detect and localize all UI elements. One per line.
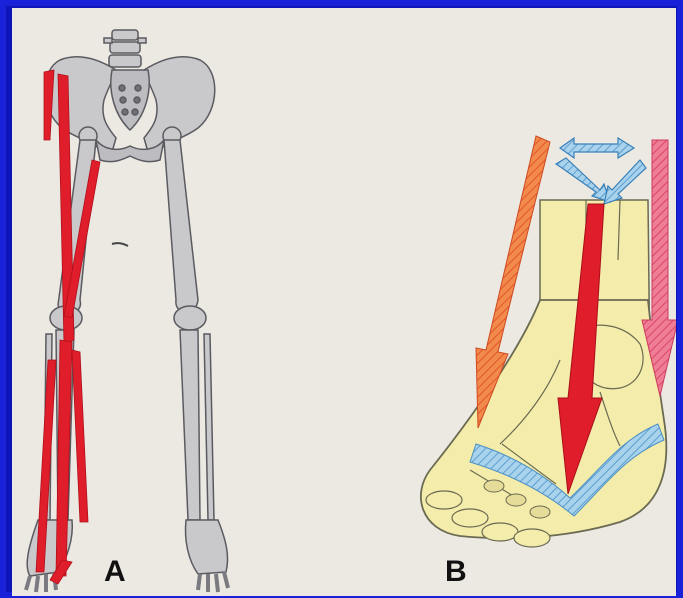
panel-b-blue-force-triangle (556, 138, 646, 204)
panel-a-skeleton (26, 30, 228, 592)
panel-a-label: A (104, 557, 126, 587)
figure-plate (12, 8, 676, 596)
anatomy-figure (12, 8, 676, 596)
panel-b-label: B (445, 557, 467, 587)
stray-mark (112, 243, 128, 246)
panel-b-foot (421, 200, 666, 547)
